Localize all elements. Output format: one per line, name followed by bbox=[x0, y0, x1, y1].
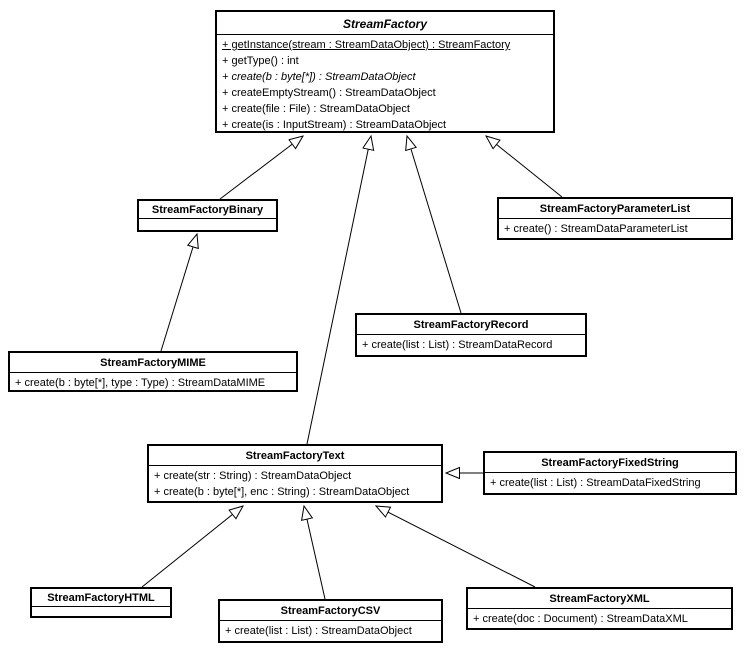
methods-compartment-empty bbox=[32, 606, 170, 616]
method: + create(list : List) : StreamDataObject bbox=[225, 625, 412, 637]
class-title: StreamFactoryXML bbox=[549, 593, 650, 605]
method: + create(b : byte[*], type : Type) : Str… bbox=[15, 377, 266, 389]
generalization-parameterlist-to-streamfactory[interactable] bbox=[486, 136, 563, 198]
generalization-mime-to-binary[interactable] bbox=[160, 234, 197, 352]
method: + create(list : List) : StreamDataFixedS… bbox=[490, 477, 701, 489]
methods-compartment: + create(str : String) : StreamDataObjec… bbox=[149, 465, 441, 501]
method: + create(doc : Document) : StreamDataXML bbox=[473, 613, 688, 625]
class-box-streamfactoryxml[interactable]: StreamFactoryXML + create(doc : Document… bbox=[466, 587, 733, 630]
methods-compartment: + create(list : List) : StreamDataObject bbox=[220, 620, 441, 641]
method: + create(file : File) : StreamDataObject bbox=[222, 103, 410, 115]
class-title: StreamFactory bbox=[342, 17, 428, 31]
method: + create(str : String) : StreamDataObjec… bbox=[154, 470, 352, 482]
method: + create(b : byte[*]) : StreamDataObject bbox=[222, 71, 416, 83]
generalization-html-to-text[interactable] bbox=[141, 506, 243, 588]
class-title: StreamFactoryRecord bbox=[413, 319, 529, 331]
method: + create(is : InputStream) : StreamDataO… bbox=[222, 119, 447, 131]
method: + create(b : byte[*], enc : String) : St… bbox=[154, 486, 410, 498]
class-box-streamfactoryparameterlist[interactable]: StreamFactoryParameterList + create() : … bbox=[497, 197, 733, 240]
method: + createEmptyStream() : StreamDataObject bbox=[222, 87, 436, 99]
class-box-streamfactorymime[interactable]: StreamFactoryMIME + create(b : byte[*], … bbox=[8, 351, 298, 392]
class-box-streamfactoryrecord[interactable]: StreamFactoryRecord + create(list : List… bbox=[355, 313, 587, 357]
methods-compartment: + create(list : List) : StreamDataFixedS… bbox=[485, 472, 735, 493]
class-title: StreamFactoryParameterList bbox=[539, 203, 691, 215]
methods-compartment: + create(b : byte[*], type : Type) : Str… bbox=[10, 372, 296, 390]
class-title: StreamFactoryMIME bbox=[100, 357, 206, 369]
class-box-streamfactorytext[interactable]: StreamFactoryText + create(str : String)… bbox=[147, 444, 443, 503]
class-title: StreamFactoryCSV bbox=[280, 605, 381, 617]
methods-compartment-empty bbox=[139, 218, 276, 230]
methods-compartment: + create(doc : Document) : StreamDataXML bbox=[468, 608, 731, 628]
methods-compartment: + create() : StreamDataParameterList bbox=[499, 218, 731, 238]
generalization-csv-to-text[interactable] bbox=[304, 506, 326, 600]
method: + getInstance(stream : StreamDataObject)… bbox=[222, 39, 511, 51]
class-box-streamfactoryfixedstring[interactable]: StreamFactoryFixedString + create(list :… bbox=[483, 451, 737, 495]
class-box-streamfactory[interactable]: StreamFactory + getInstance(stream : Str… bbox=[215, 10, 555, 133]
methods-compartment: + create(list : List) : StreamDataRecord bbox=[357, 334, 585, 355]
generalization-record-to-streamfactory[interactable] bbox=[407, 136, 462, 314]
methods-compartment: + getInstance(stream : StreamDataObject)… bbox=[217, 34, 553, 131]
class-box-streamfactorybinary[interactable]: StreamFactoryBinary bbox=[137, 199, 278, 232]
generalization-binary-to-streamfactory[interactable] bbox=[219, 136, 303, 200]
class-title: StreamFactoryFixedString bbox=[541, 457, 679, 469]
class-box-streamfactoryhtml[interactable]: StreamFactoryHTML bbox=[30, 587, 172, 618]
class-box-streamfactorycsv[interactable]: StreamFactoryCSV + create(list : List) :… bbox=[218, 599, 443, 643]
class-title: StreamFactoryBinary bbox=[151, 204, 264, 216]
method: + create() : StreamDataParameterList bbox=[504, 223, 688, 235]
method: + getType() : int bbox=[222, 55, 299, 67]
class-title: StreamFactoryText bbox=[245, 450, 345, 462]
class-title: StreamFactoryHTML bbox=[47, 592, 155, 604]
generalization-xml-to-text[interactable] bbox=[376, 506, 536, 588]
generalization-text-to-streamfactory[interactable] bbox=[306, 136, 371, 445]
method: + create(list : List) : StreamDataRecord bbox=[362, 339, 553, 351]
